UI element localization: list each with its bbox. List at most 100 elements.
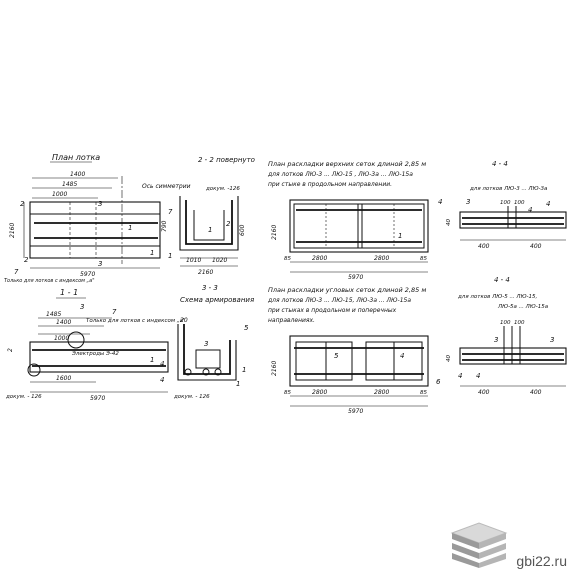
section-1-1-ref-1: 1: [150, 356, 154, 364]
section-3-3-ref-1: 1: [242, 366, 246, 374]
section-1-1-dim-1600: 1600: [56, 375, 71, 382]
section-4-4-b-dim-400a: 400: [478, 389, 490, 396]
section-4-4-b-subtitle: для лотков ЛЮ-5 ... ЛЮ-15,: [457, 294, 537, 300]
stacked-slabs-icon: [450, 522, 508, 568]
section-4-4-b-dim-40: 40: [446, 355, 452, 362]
bottom-layout-line3: при стыках в продольном и поперечных: [268, 307, 397, 314]
bottom-layout-ref-6: 6: [436, 378, 441, 386]
section-1-1-dim-1485: 1485: [46, 311, 61, 318]
section-1-1-embedded: Электроды Э-42: [71, 351, 119, 357]
section-1-1-docum: докум. - 126: [5, 394, 42, 400]
bottom-layout-dim-5970: 5970: [348, 408, 363, 415]
top-layout-dim-85b: 85: [420, 256, 427, 262]
section-4-4-a-dim-100a: 100: [500, 200, 511, 206]
section-4-4-a-dim-400b: 400: [530, 243, 542, 250]
top-layout-dim-85a: 85: [284, 256, 291, 262]
bottom-layout-dim-2800a: 2800: [312, 389, 327, 396]
plan-ref-3a: 3: [98, 200, 102, 208]
section-1-1: 1 - 1 3 1485 1400 1000 7 Только для лотк…: [5, 288, 186, 402]
plan-ref-1: 1: [128, 224, 132, 232]
section-2-2-ref-7: 7: [168, 208, 173, 216]
top-layout-line3: при стыке в продольном направлении.: [268, 181, 392, 188]
section-4-4-b-dim-100b: 100: [514, 320, 525, 326]
section-4-4-b-ref-4a: 4: [458, 372, 462, 380]
section-4-4-b-ref-3b: 3: [550, 336, 554, 344]
section-2-2-ref-1: 1: [168, 252, 172, 260]
section-1-1-dim-1000: 1000: [54, 335, 69, 342]
plan-dim-1485: 1485: [62, 181, 77, 188]
section-1-1-note: Только для лотков с индексом „а": [86, 318, 186, 324]
section-3-3-ref-20: 20: [180, 317, 188, 324]
top-layout-dim-5970: 5970: [348, 274, 363, 281]
bottom-layout-dim-85b: 85: [420, 390, 427, 396]
top-layout-dim-2800a: 2800: [312, 255, 327, 262]
section-2-2-dim-790: 790: [161, 220, 168, 232]
section-4-4-b: 4 - 4 для лотков ЛЮ-5 ... ЛЮ-15, ЛЮ-5а .…: [446, 276, 567, 396]
plan-ref-3b: 3: [98, 260, 102, 268]
watermark-text: gbi22.ru: [516, 553, 567, 569]
section-3-3-ref-4b: 4: [160, 376, 164, 384]
section-3-3-ref-4a: 4: [160, 360, 164, 368]
section-4-4-b-dim-100a: 100: [500, 320, 511, 326]
bottom-layout-title: План раскладки угловых сеток длиной 2,85…: [268, 286, 426, 294]
top-layout-ref-1: 1: [398, 232, 402, 240]
section-4-4-a: 4 - 4 для лотков ЛЮ-3 ... ЛЮ-3а 100 100 …: [446, 160, 567, 250]
section-4-4-a-ref-4a: 4: [528, 206, 532, 214]
bottom-layout-ref-5: 5: [334, 352, 339, 360]
section-1-1-title: 1 - 1: [60, 288, 78, 297]
top-mesh-layout: План раскладки верхних сеток длиной 2,85…: [267, 160, 442, 281]
bottom-layout-line2: для лотков ЛЮ-3 ... ЛЮ-15, ЛЮ-3а ... ЛЮ-…: [267, 297, 411, 304]
section-2-2-dim-600: 600: [239, 224, 246, 236]
section-2-2: 2 - 2 повернуто докум. -126 1010 1020 21…: [161, 156, 255, 276]
bottom-layout-dim-2160: 2160: [271, 361, 278, 376]
section-3-3-title: 3 - 3: [202, 284, 218, 292]
section-4-4-b-ref-4b: 4: [476, 372, 480, 380]
section-2-2-dim-1010: 1010: [186, 257, 201, 264]
section-4-4-a-title: 4 - 4: [492, 160, 508, 168]
section-2-2-dim-1020: 1020: [212, 257, 227, 264]
section-1-1-ref-7: 7: [112, 308, 117, 316]
section-4-4-a-dim-400a: 400: [478, 243, 490, 250]
plan-title: План лотка: [52, 153, 100, 162]
bottom-layout-line4: направлениях.: [268, 317, 315, 324]
section-3-3-ref-3: 3: [204, 340, 208, 348]
plan-dim-2160: 2160: [9, 223, 16, 238]
plan-axis-label: Ось симметрии: [142, 183, 191, 190]
section-1-1-dim-5970: 5970: [90, 395, 105, 402]
section-2-2-title: 2 - 2 повернуто: [198, 156, 255, 164]
section-4-4-b-ref-3a: 3: [494, 336, 498, 344]
bottom-layout-ref-4: 4: [400, 352, 404, 360]
plan-ref-7: 7: [14, 268, 19, 276]
plan-note: Только для лотков с индексом „а": [4, 278, 95, 284]
section-2-2-ref-1b: 1: [208, 226, 212, 234]
section-3-3: 3 - 3 Схема армирования 20 3 4 4 5 1 1 д…: [160, 284, 254, 400]
view-plan: План лотка 1400 1485 1000 Ось симметрии …: [4, 153, 191, 284]
top-layout-ref-4: 4: [438, 198, 442, 206]
plan-ref-1b: 1: [150, 249, 154, 257]
section-2-2-dim-2160: 2160: [198, 269, 213, 276]
section-2-2-docum: докум. -126: [205, 186, 240, 192]
section-4-4-a-subtitle: для лотков ЛЮ-3 ... ЛЮ-3а: [469, 186, 548, 192]
section-3-3-docum: докум. - 126: [173, 394, 210, 400]
section-4-4-b-subtitle2: ЛЮ-5а ... ЛЮ-15а: [497, 304, 549, 310]
top-layout-title: План раскладки верхних сеток длиной 2,85…: [268, 160, 426, 168]
bottom-layout-dim-2800b: 2800: [374, 389, 389, 396]
plan-ref-2a: 2: [20, 200, 25, 208]
section-3-3-ref-5: 5: [244, 324, 249, 332]
bottom-layout-dim-85a: 85: [284, 390, 291, 396]
top-layout-dim-2800b: 2800: [374, 255, 389, 262]
bottom-mesh-layout: План раскладки угловых сеток длиной 2,85…: [267, 286, 441, 415]
watermark: gbi22.ru: [448, 519, 567, 569]
plan-dim-1400: 1400: [70, 171, 85, 178]
top-layout-dim-2160: 2160: [271, 225, 278, 240]
section-3-3-ref-1b: 1: [236, 380, 240, 388]
section-1-1-ref-2: 2: [7, 348, 14, 352]
section-4-4-a-dim-40: 40: [446, 219, 452, 226]
section-4-4-a-ref-4b: 4: [546, 200, 550, 208]
section-4-4-b-dim-400b: 400: [530, 389, 542, 396]
section-4-4-a-ref-3: 3: [466, 198, 470, 206]
section-1-1-ref-3: 3: [80, 303, 84, 311]
section-2-2-ref-2: 2: [226, 220, 231, 228]
section-4-4-b-title: 4 - 4: [494, 276, 510, 284]
